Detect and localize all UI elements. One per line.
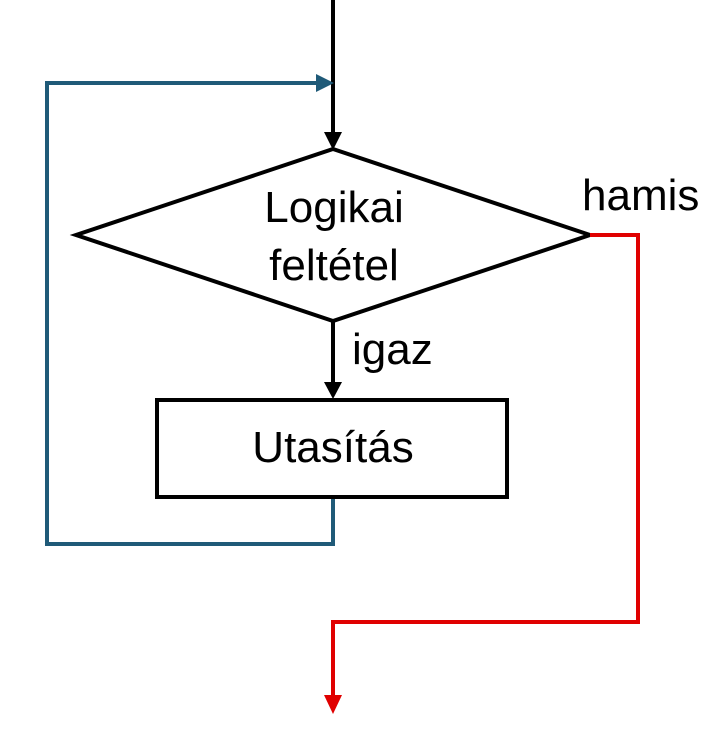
false-branch-line: [331, 233, 640, 696]
decision-label-line1: Logikai: [264, 183, 403, 232]
false-branch-label: hamis: [582, 171, 699, 220]
loop-back-line: [45, 81, 335, 546]
true-branch-arrowhead: [324, 382, 342, 399]
false-branch-arrowhead: [324, 695, 342, 714]
entry-arrowhead: [324, 132, 342, 150]
process-box: [155, 398, 509, 499]
process-label: Utasítás: [252, 423, 413, 472]
decision-label-line2: feltétel: [269, 241, 399, 290]
loop-back-arrowhead: [316, 74, 334, 92]
decision-diamond: [69, 146, 597, 324]
true-branch-label: igaz: [352, 325, 433, 374]
